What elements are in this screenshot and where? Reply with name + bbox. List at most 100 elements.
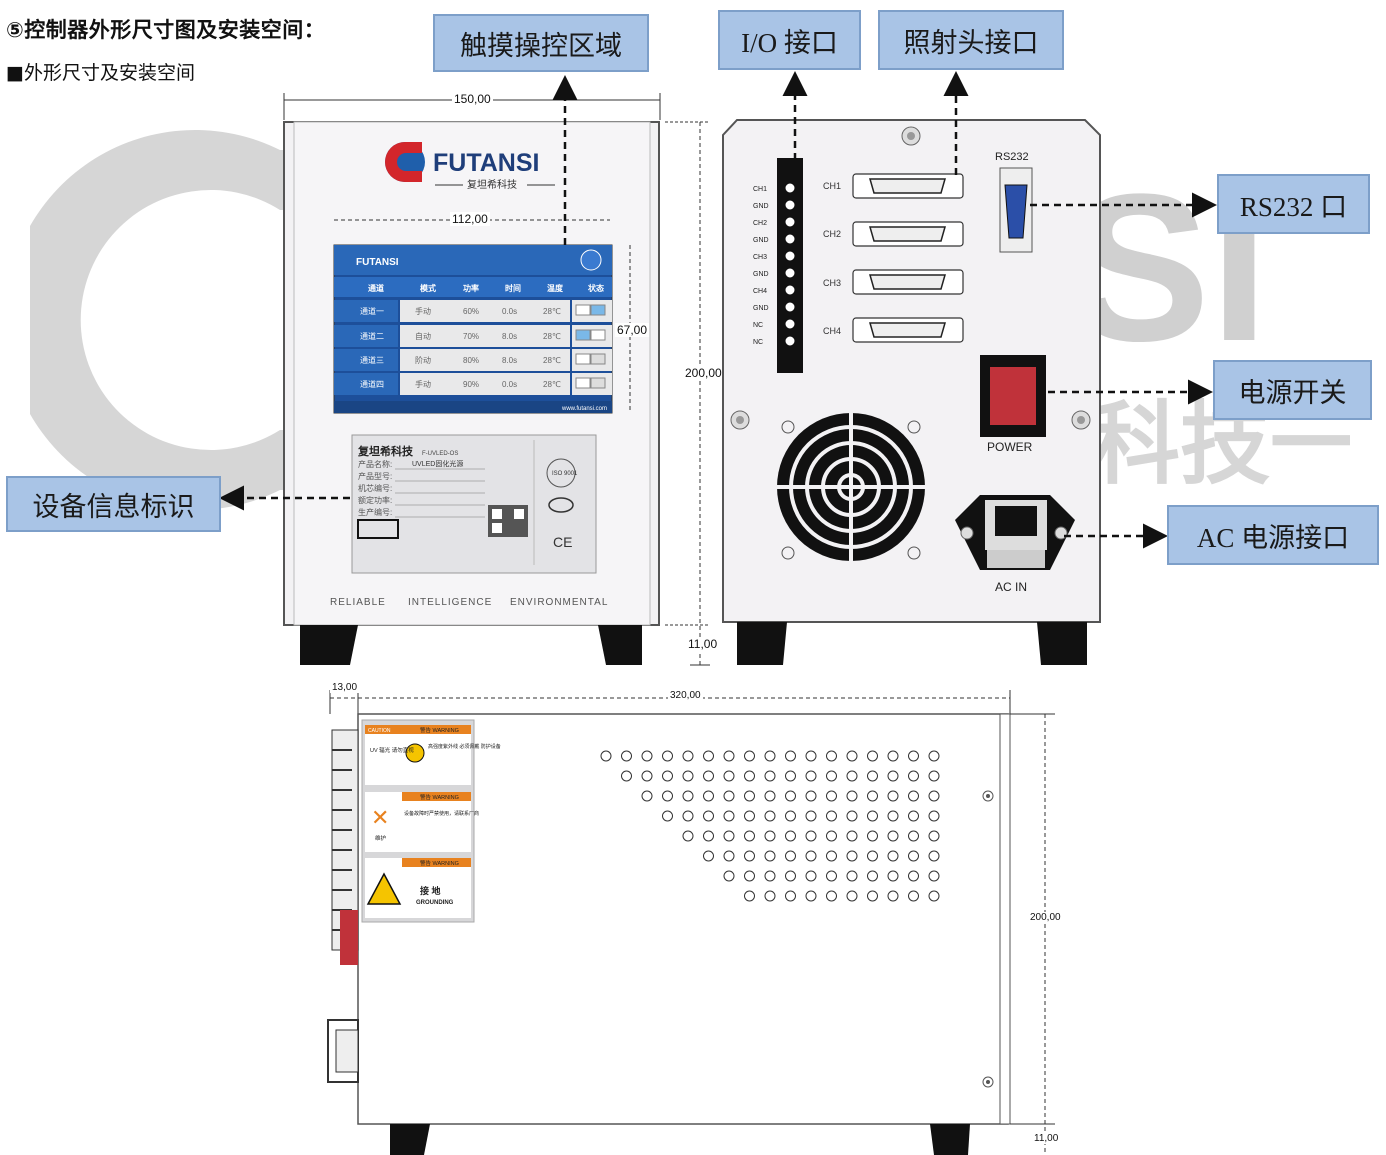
vent-hole — [662, 770, 673, 782]
vent-hole — [744, 870, 755, 882]
vent-hole — [785, 890, 796, 902]
vent-hole — [867, 810, 878, 822]
vent-hole — [908, 830, 919, 842]
side-left-foot — [390, 1124, 430, 1155]
warning-1-text: UV 辐光 请勿直视 — [370, 746, 414, 754]
vent-hole — [846, 850, 858, 862]
vent-hole — [928, 770, 940, 782]
vent-hole — [682, 790, 694, 802]
front-right-foot — [598, 625, 642, 665]
warning-1-tag: CAUTION — [368, 728, 391, 734]
vent-hole — [928, 850, 940, 862]
dim-side-height: 200,00 — [1028, 912, 1063, 923]
cooling-fan-icon — [777, 413, 925, 561]
nameplate — [351, 434, 597, 574]
vent-hole — [641, 790, 653, 802]
callout-power-switch: 电源开关 — [1213, 360, 1372, 420]
terminal-label-3: GND — [753, 237, 769, 244]
wrench-warning-icon: ✕ — [371, 805, 389, 830]
vent-hole — [682, 810, 694, 822]
vent-hole — [805, 750, 817, 762]
vent-hole — [908, 770, 919, 782]
vent-hole — [641, 770, 653, 782]
vent-hole — [826, 890, 837, 902]
dim-foot-height: 11,00 — [686, 637, 720, 651]
vent-hole — [887, 850, 899, 862]
vent-hole — [764, 890, 776, 902]
vent-hole — [764, 770, 776, 782]
ventilation-holes — [600, 750, 940, 902]
row-2-power: 80% — [463, 356, 479, 365]
slogan-1: INTELLIGENCE — [408, 597, 492, 608]
row-2-channel: 通道三 — [360, 355, 384, 365]
vent-hole — [744, 850, 755, 862]
vent-hole — [744, 830, 755, 842]
vent-hole — [805, 770, 817, 782]
vent-hole — [703, 770, 714, 782]
row-3-mode: 手动 — [415, 379, 431, 389]
vent-hole — [703, 850, 714, 862]
vent-hole — [826, 870, 837, 882]
screen-logo: FUTANSI — [356, 257, 399, 268]
vent-hole — [846, 890, 858, 902]
side-right-foot — [930, 1124, 970, 1155]
vent-hole — [785, 870, 796, 882]
vent-hole — [908, 750, 919, 762]
vent-hole — [805, 810, 817, 822]
nameplate-field-2: 机芯编号: — [358, 483, 392, 493]
terminal-label-0: CH1 — [753, 186, 767, 193]
callout-rs232-port: RS232 口 — [1217, 174, 1370, 234]
row-2-mode: 阶动 — [415, 355, 431, 365]
vent-hole — [826, 830, 837, 842]
vent-hole — [744, 810, 755, 822]
dim-screen-height: 67,00 — [615, 323, 650, 337]
row-0-channel: 通道一 — [360, 306, 384, 316]
vent-hole — [846, 790, 858, 802]
rs232-connector-icon — [1004, 184, 1028, 239]
row-3-temp: 28℃ — [543, 380, 561, 389]
vent-hole — [887, 890, 899, 902]
vent-hole — [846, 810, 858, 822]
vent-hole — [928, 790, 940, 802]
nameplate-product-name: UVLED固化光源 — [412, 459, 463, 468]
warning-1-head: 警告 WARNING — [420, 726, 459, 734]
vent-hole — [703, 790, 714, 802]
vent-hole — [641, 750, 653, 762]
vent-hole — [723, 830, 735, 842]
vent-hole — [867, 830, 878, 842]
dim-body-height: 200,00 — [683, 366, 724, 380]
vent-hole — [887, 770, 899, 782]
row-1-channel: 通道二 — [360, 331, 384, 341]
vent-hole — [887, 750, 899, 762]
vent-hole — [744, 750, 755, 762]
vent-hole — [867, 750, 878, 762]
slogan-0: RELIABLE — [330, 597, 386, 608]
vent-hole — [928, 870, 940, 882]
connector-label-0: CH1 — [823, 181, 841, 191]
screen-header-5: 状态 — [588, 283, 604, 293]
nameplate-field-3: 额定功率: — [358, 495, 392, 505]
grounding-warning-icon — [366, 872, 402, 905]
rear-left-foot — [737, 622, 787, 665]
warning-2-note: 设备故障时严禁使用，请联系厂商 — [404, 810, 479, 817]
warning-2-text: 维护 — [375, 834, 387, 842]
connector-label-3: CH4 — [823, 326, 841, 336]
rs232-label: RS232 — [995, 151, 1029, 163]
row-2-temp: 28℃ — [543, 356, 561, 365]
nameplate-field-1: 产品型号: — [358, 471, 392, 481]
vent-hole — [764, 850, 776, 862]
vent-hole — [764, 830, 776, 842]
vent-hole — [867, 790, 878, 802]
vent-hole — [887, 810, 899, 822]
vent-hole — [826, 750, 837, 762]
row-0-mode: 手动 — [415, 306, 431, 316]
vent-hole — [723, 750, 735, 762]
terminal-label-5: GND — [753, 271, 769, 278]
dim-front-width: 150,00 — [452, 92, 493, 106]
vent-hole — [785, 810, 796, 822]
brand-cn-name: 复坦希科技 — [467, 178, 517, 191]
screen-header-0: 通道 — [368, 283, 384, 293]
screen-header-1: 模式 — [420, 283, 436, 293]
vent-hole — [826, 790, 837, 802]
